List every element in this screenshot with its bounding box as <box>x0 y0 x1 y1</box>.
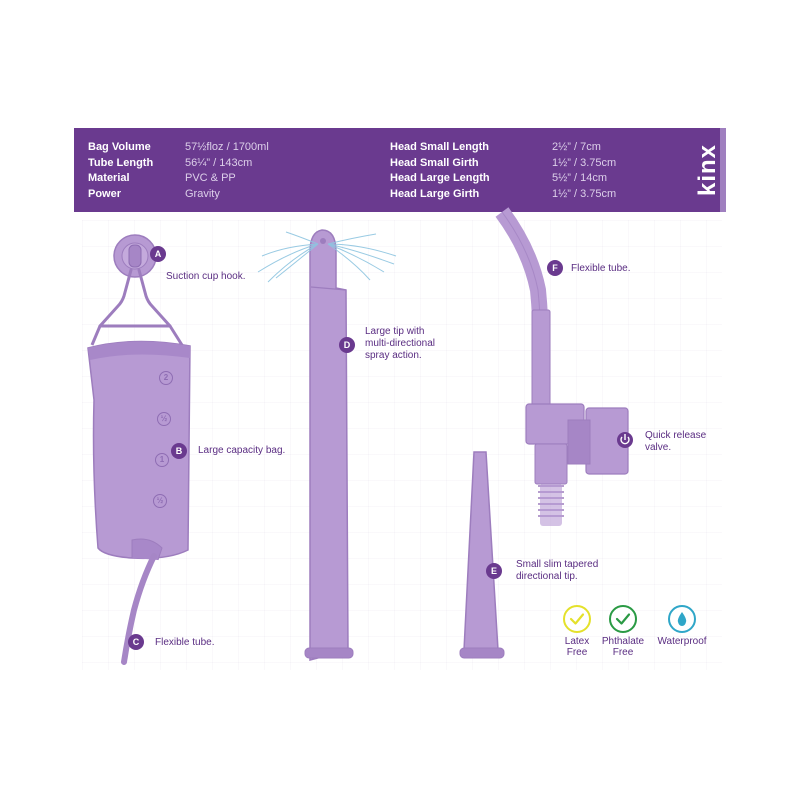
spec-column-left: Bag Volume 57½floz / 1700ml Tube Length 56… <box>88 140 269 202</box>
bag-mark: ½ <box>153 494 167 508</box>
spec-value: Gravity <box>185 187 220 200</box>
spec-key: Head Large Girth <box>390 187 480 200</box>
valve-line: Quick release <box>645 430 707 441</box>
spec-value: 2½” / 7cm <box>552 141 601 153</box>
callout-marker-f: F <box>547 260 563 276</box>
spec-row: Head Small Length 2½” / 7cm <box>390 140 616 156</box>
badge-label: Free <box>612 647 634 658</box>
callout-e-line: Small slim tapered <box>516 559 599 570</box>
large-tip <box>304 229 354 661</box>
callout-marker-d: D <box>339 337 355 353</box>
callout-label-f: Flexible tube. <box>571 263 631 274</box>
spec-column-right: Head Small Length 2½” / 7cm Head Small Gi… <box>390 140 616 202</box>
quick-release-valve <box>525 403 633 526</box>
callout-marker-a: A <box>150 246 166 262</box>
callout-marker-e: E <box>486 563 502 579</box>
spec-row: Head Small Girth 1½” / 3.75cm <box>390 156 616 172</box>
callout-marker-c: C <box>128 634 144 650</box>
badge-label: Latex <box>564 636 590 647</box>
badge-label: Free <box>566 647 588 658</box>
right-flexible-tube <box>495 207 551 409</box>
phthalate-free-badge: Phthalate Free <box>599 605 647 658</box>
callout-label-valve: Quick release valve. <box>645 430 706 454</box>
spec-row: Bag Volume 57½floz / 1700ml <box>88 140 269 156</box>
spec-value: 5½” / 14cm <box>552 172 608 184</box>
spec-value: 57½floz / 1700ml <box>185 141 269 153</box>
latex-free-badge: Latex Free <box>556 605 598 658</box>
spec-value: PVC & PP <box>185 172 236 184</box>
callout-label-a: Suction cup hook. <box>166 271 246 282</box>
spec-row: Head Large Length 5½” / 14cm <box>390 171 616 187</box>
spec-key: Material <box>88 172 130 184</box>
spec-key: Power <box>88 187 122 200</box>
spray-effect <box>257 231 397 283</box>
spec-value: 56¼” / 143cm <box>185 156 253 169</box>
water-drop-icon <box>668 605 696 633</box>
spec-key: Head Small Girth <box>390 156 479 169</box>
valve-line: valve. <box>645 442 672 453</box>
badge-label: Phthalate <box>601 636 645 647</box>
spec-row: Power Gravity <box>88 187 269 203</box>
spec-key: Head Large Length <box>390 172 490 184</box>
check-icon <box>563 605 591 633</box>
callout-label-c: Flexible tube. <box>155 637 215 648</box>
callout-d-line: multi-directional <box>365 338 436 349</box>
left-flexible-tube <box>121 553 157 665</box>
spec-key: Tube Length <box>88 156 154 169</box>
callout-d-line: spray action. <box>365 350 422 361</box>
spec-bar: Bag Volume 57½floz / 1700ml Tube Length 56… <box>74 128 726 212</box>
bag-mark: ½ <box>157 412 171 426</box>
spec-bar-edge <box>720 128 726 212</box>
spec-key: Head Small Length <box>390 141 490 153</box>
spec-row: Tube Length 56¼” / 143cm <box>88 156 269 172</box>
callout-label-e: Small slim tapered directional tip. <box>516 559 598 583</box>
callout-label-b: Large capacity bag. <box>198 445 286 456</box>
check-icon <box>609 605 637 633</box>
spec-row: Head Large Girth 1½” / 3.75cm <box>390 187 616 203</box>
callout-marker-b: B <box>171 443 187 459</box>
callout-d-line: Large tip with <box>365 326 425 337</box>
waterproof-badge: Waterproof <box>652 605 712 647</box>
small-tip <box>459 451 505 659</box>
callout-label-d: Large tip with multi-directional spray a… <box>365 326 435 362</box>
suction-cup-hook <box>90 234 184 346</box>
spec-key: Bag Volume <box>88 141 151 153</box>
spec-value: 1½” / 3.75cm <box>552 187 617 200</box>
bag-mark: 2 <box>159 371 173 385</box>
spec-value: 1½” / 3.75cm <box>552 156 617 169</box>
spec-row: Material PVC & PP <box>88 171 269 187</box>
badge-label: Waterproof <box>657 636 707 647</box>
callout-e-line: directional tip. <box>516 571 578 582</box>
bag-mark: 1 <box>155 453 169 467</box>
